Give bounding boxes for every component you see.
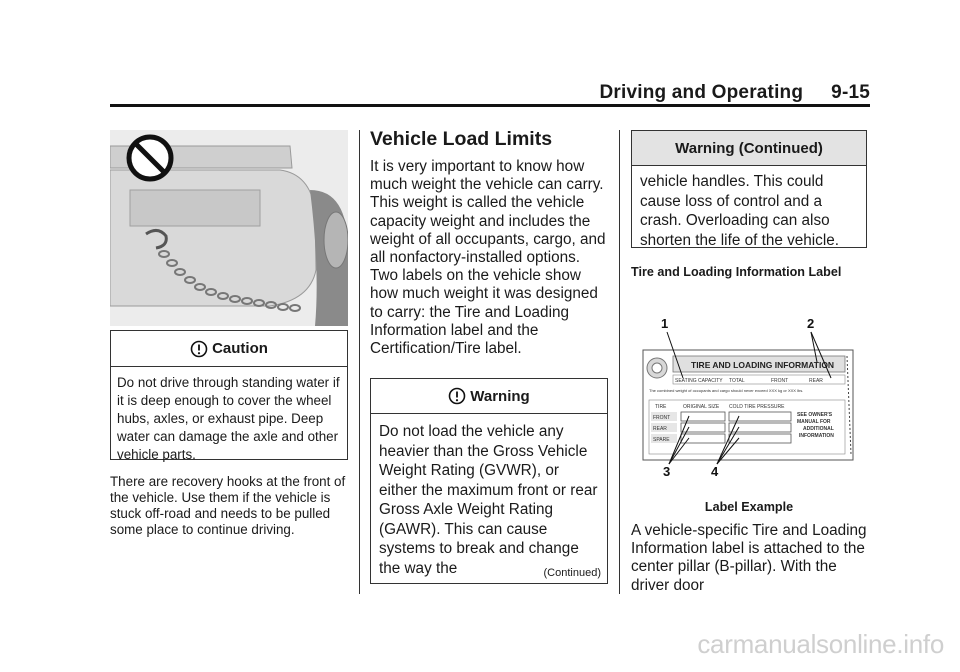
svg-text:REAR: REAR: [809, 378, 823, 384]
alert-icon: [190, 340, 208, 358]
svg-text:ORIGINAL SIZE: ORIGINAL SIZE: [683, 404, 720, 410]
warning-text: Do not load the vehicle any heavier than…: [379, 423, 598, 577]
continued-note: (Continued): [543, 567, 601, 579]
svg-text:INFORMATION: INFORMATION: [799, 433, 834, 439]
svg-text:REAR: REAR: [653, 426, 667, 432]
caution-header: Caution: [111, 331, 347, 367]
recovery-hook-illustration: [110, 130, 348, 326]
section-name: Driving and Operating: [599, 82, 804, 103]
prohibited-icon: [126, 134, 174, 182]
svg-text:SEE OWNER'S: SEE OWNER'S: [797, 412, 833, 418]
warning-header: Warning: [371, 379, 607, 414]
figure-caption: Label Example: [704, 500, 794, 514]
svg-text:ADDITIONAL: ADDITIONAL: [803, 426, 834, 432]
svg-text:SPARE: SPARE: [653, 437, 670, 443]
svg-text:FRONT: FRONT: [653, 415, 670, 421]
column-divider-left: [359, 130, 360, 594]
caution-label: Caution: [212, 340, 268, 357]
callout-3: 3: [663, 464, 670, 479]
alert-icon: [448, 387, 466, 405]
warning-label: Warning: [470, 387, 530, 405]
svg-text:MANUAL FOR: MANUAL FOR: [797, 419, 831, 425]
label-card-title: TIRE AND LOADING INFORMATION: [691, 360, 834, 370]
callout-2: 2: [807, 316, 814, 331]
tire-label-heading: Tire and Loading Information Label: [631, 265, 842, 279]
recovery-hooks-paragraph: There are recovery hooks at the front of…: [110, 474, 346, 537]
warning-continued-header: Warning (Continued): [632, 131, 866, 166]
callout-1: 1: [661, 316, 668, 331]
callout-4: 4: [711, 464, 719, 479]
tire-label-paragraph: A vehicle-specific Tire and Loading Info…: [631, 522, 867, 594]
svg-text:TOTAL: TOTAL: [729, 378, 745, 384]
svg-text:The combined weight of occupan: The combined weight of occupants and car…: [649, 388, 803, 393]
column-divider-right: [619, 130, 620, 594]
tire-label-illustration: 1 2 3 4 TIRE AND LOADING INFORMATION SEA…: [631, 312, 867, 482]
svg-text:COLD TIRE PRESSURE: COLD TIRE PRESSURE: [729, 404, 785, 410]
header-title: Driving and Operating 9-15: [599, 82, 870, 104]
load-limits-paragraph: It is very important to know how much we…: [370, 158, 606, 358]
warning-box: Warning Do not load the vehicle any heav…: [370, 378, 608, 584]
svg-text:TIRE: TIRE: [655, 404, 667, 410]
svg-text:SEATING CAPACITY: SEATING CAPACITY: [675, 378, 723, 384]
warning-continued-text: vehicle handles. This could cause loss o…: [640, 173, 839, 249]
page-header: Driving and Operating 9-15: [110, 80, 870, 107]
site-watermark: carmanualsonline.info: [697, 629, 944, 659]
caution-box: Caution Do not drive through standing wa…: [110, 330, 348, 462]
page-number: 9-15: [831, 82, 870, 103]
header-rule: [110, 104, 870, 107]
svg-text:FRONT: FRONT: [771, 378, 788, 384]
section-title: Vehicle Load Limits: [370, 128, 553, 150]
caution-text: Do not drive through standing water if i…: [117, 375, 340, 462]
warning-continued-box: Warning (Continued) vehicle handles. Thi…: [631, 130, 867, 249]
